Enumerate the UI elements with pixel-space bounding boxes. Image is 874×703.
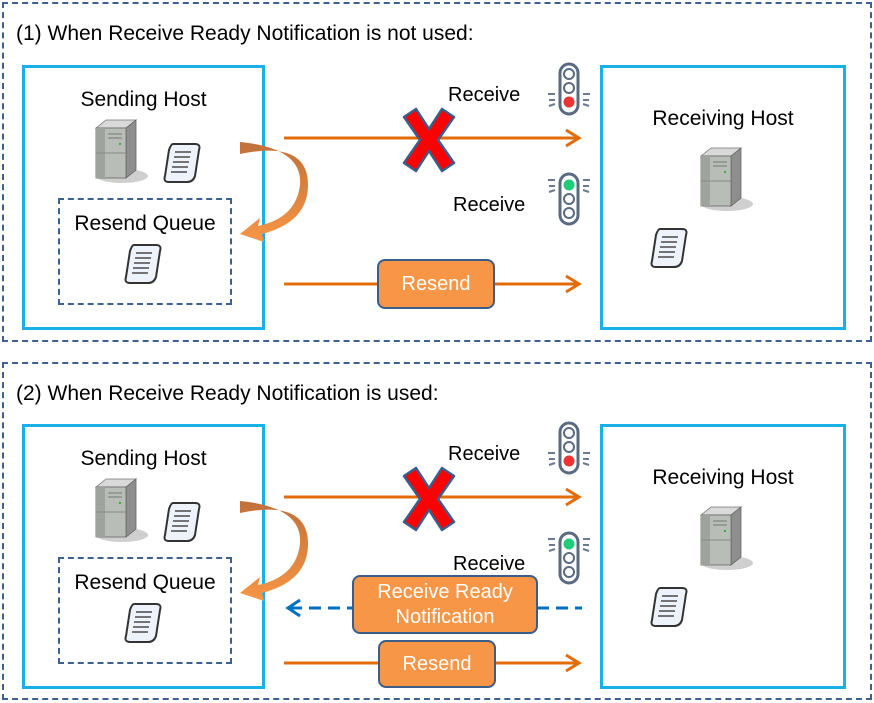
notification-arrow — [285, 598, 582, 618]
receive-ready-notification-badge: Receive Ready Notification — [352, 575, 538, 634]
sending-host-box — [22, 65, 265, 330]
sending-host-box — [22, 424, 265, 689]
receiving-host-label: Receiving Host — [652, 107, 794, 130]
resend-queue-box — [58, 198, 232, 305]
resend-badge: Resend — [377, 259, 495, 309]
panel-without-notification — [2, 2, 872, 342]
resend-queue-box — [58, 557, 232, 664]
traffic-light-red-icon — [548, 62, 590, 116]
panel-with-notification — [2, 362, 872, 700]
receive-label-green: Receive — [453, 194, 526, 216]
resend-queue-label: Resend Queue — [74, 571, 216, 594]
receive-label-red: Receive — [448, 443, 521, 465]
x-mark-icon — [402, 107, 456, 173]
server-icon — [95, 119, 149, 184]
queued-message-scroll-icon — [124, 244, 162, 284]
receiving-host-label: Receiving Host — [652, 466, 794, 489]
server-icon — [700, 147, 754, 212]
panel-title: (1) When Receive Ready Notification is n… — [16, 22, 474, 45]
traffic-light-red-icon — [548, 421, 590, 475]
message-scroll-icon — [650, 587, 688, 627]
traffic-light-green-icon — [548, 172, 590, 226]
requeue-curved-arrow — [240, 501, 308, 601]
queued-message-scroll-icon — [124, 603, 162, 643]
traffic-light-green-icon — [548, 531, 590, 585]
requeue-curved-arrow — [240, 142, 308, 242]
message-scroll-icon — [163, 143, 201, 183]
x-mark-icon — [402, 466, 456, 532]
server-icon — [700, 506, 754, 571]
server-icon — [95, 478, 149, 543]
sending-host-label: Sending Host — [80, 88, 207, 111]
sending-host-label: Sending Host — [80, 447, 207, 470]
resend-queue-label: Resend Queue — [74, 212, 216, 235]
resend-badge: Resend — [378, 640, 496, 688]
message-scroll-icon — [163, 502, 201, 542]
panel-title: (2) When Receive Ready Notification is u… — [16, 382, 439, 405]
receive-label-green: Receive — [453, 553, 526, 575]
message-scroll-icon — [650, 228, 688, 268]
receive-label-red: Receive — [448, 84, 521, 106]
